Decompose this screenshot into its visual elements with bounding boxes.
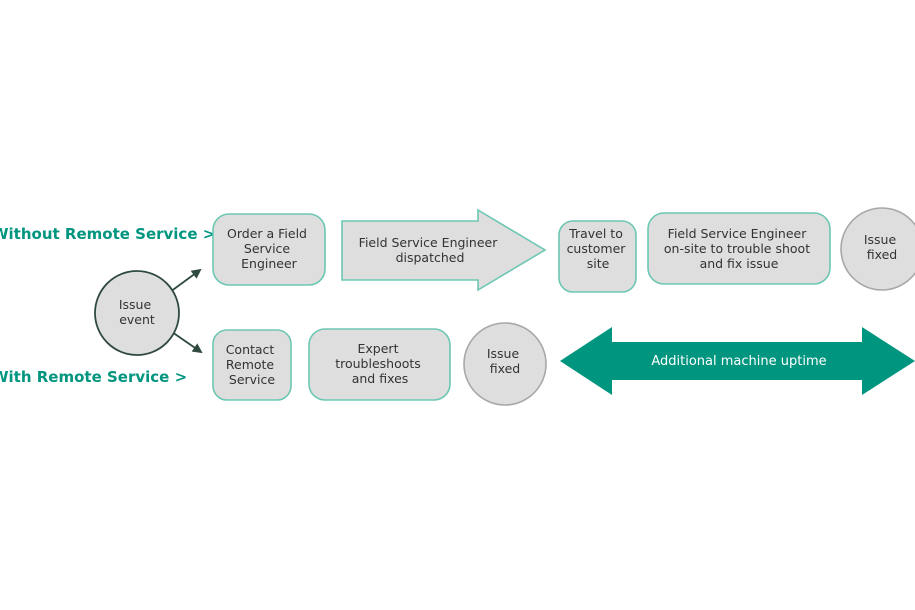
issue-fixed-without-remote-node: Issue fixed <box>840 207 915 291</box>
travel-to-customer-site-step: Travel to customer site <box>558 220 637 293</box>
lane-label-with-remote-service: With Remote Service > <box>0 368 188 386</box>
order-field-service-engineer-step: Order a Field Service Engineer <box>212 213 326 286</box>
additional-uptime-double-arrow: Additional machine uptime <box>560 327 915 395</box>
expert-troubleshoots-step: Expert troubleshoots and fixes <box>308 328 451 401</box>
svg-text:Issue fixed: Issue fixed <box>487 346 523 376</box>
svg-text:Issue event: Issue event <box>119 297 155 327</box>
engineer-onsite-fix-step: Field Service Engineer on-site to troubl… <box>647 212 831 285</box>
contact-remote-service-step: Contact Remote Service <box>212 329 292 401</box>
connector-to-contact-remote <box>171 331 203 354</box>
svg-text:Travel to customer: Travel to customer site <box>567 226 630 271</box>
issue-event-node: Issue event <box>94 270 180 356</box>
svg-text:Order a Field Service: Order a Field Service Engineer <box>227 226 311 271</box>
svg-text:Field Service Engineer: Field Service Engineer dispatched <box>359 235 502 265</box>
lane-label-without-remote-service: Without Remote Service > <box>0 225 216 243</box>
issue-fixed-with-remote-node: Issue fixed <box>463 322 547 406</box>
engineer-dispatched-arrow-step: Field Service Engineer dispatched <box>341 208 547 292</box>
uptime-label: Additional machine uptime <box>651 354 826 369</box>
svg-text:Expert troubleshoots: Expert troubleshoots and fixes <box>335 341 425 386</box>
svg-text:Field Service Engineer: Field Service Engineer on-site to troubl… <box>664 226 814 271</box>
svg-text:Contact Remote: Contact Remote Service <box>226 342 279 387</box>
connector-to-order-engineer <box>169 268 202 293</box>
svg-text:Issue fixed: Issue fixed <box>864 232 900 262</box>
